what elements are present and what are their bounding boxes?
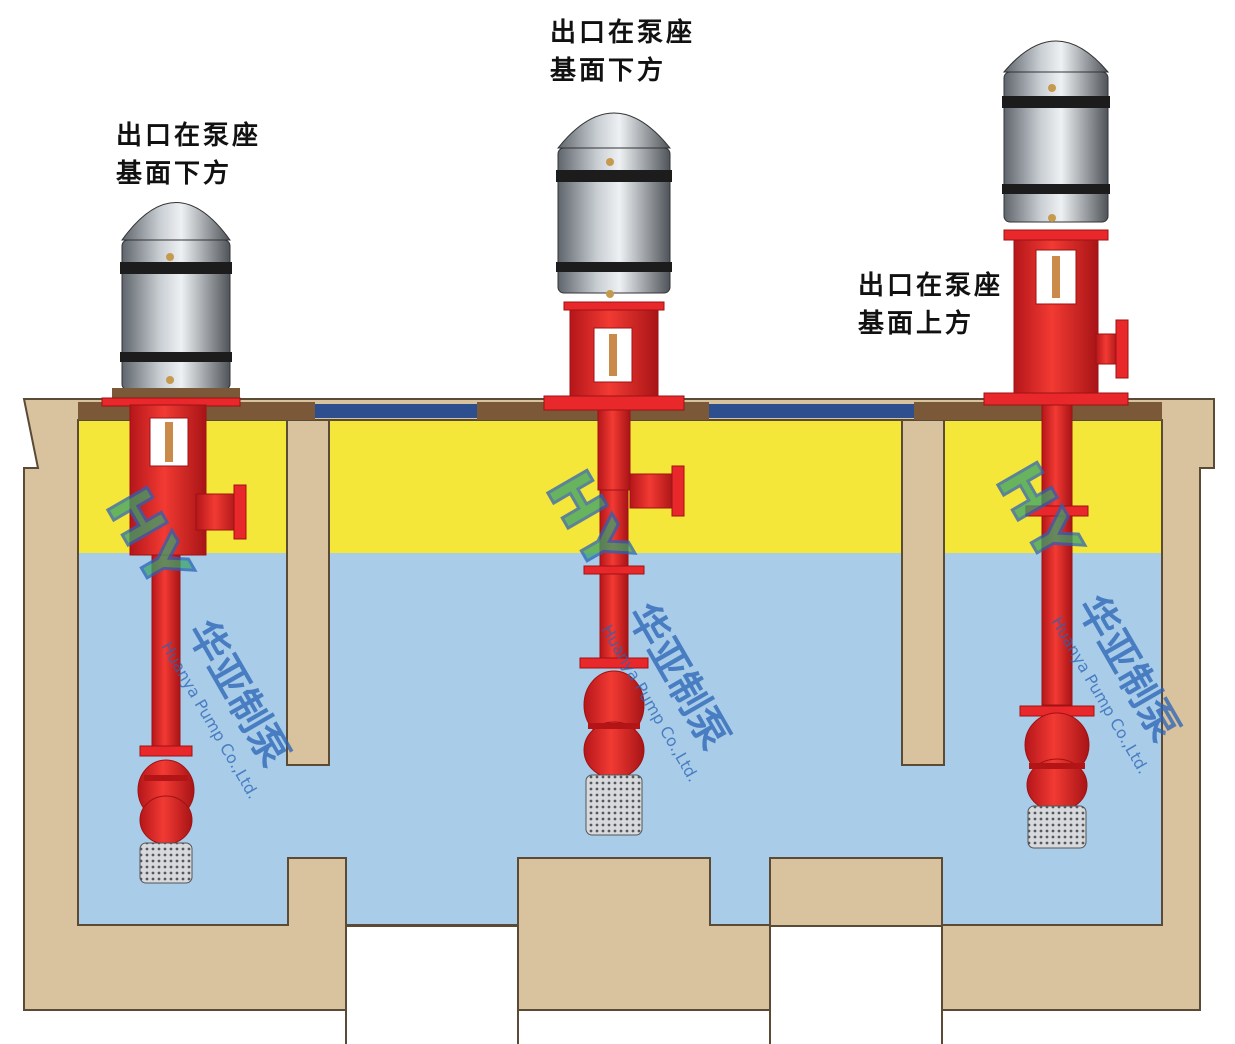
label-pump-3: 出口在泵座 基面上方: [858, 267, 1003, 343]
label-pump-3-line1: 出口在泵座: [858, 271, 1004, 301]
label-pump-2: 出口在泵座 基面下方: [550, 14, 695, 90]
strainer-icon: [1027, 805, 1087, 849]
floor-opening-left: [345, 925, 519, 1044]
motor-icon: [556, 112, 672, 298]
pump-3: [983, 40, 1129, 849]
cover-plate-2: [709, 404, 914, 418]
floor-opening-right: [769, 925, 943, 1044]
label-pump-2-line1: 出口在泵座: [550, 18, 696, 48]
base-plate-right: [914, 402, 1162, 420]
label-pump-1-line1: 出口在泵座: [116, 121, 262, 151]
baffle-wall-right: [901, 419, 945, 766]
pump-2: [543, 112, 685, 836]
strainer-icon: [139, 842, 193, 884]
motor-icon: [112, 202, 240, 402]
baffle-wall-left: [286, 419, 330, 766]
pump-1: [101, 202, 247, 884]
label-pump-1-line2: 基面下方: [116, 159, 233, 189]
motor-icon: [1002, 40, 1110, 223]
strainer-icon: [585, 774, 643, 836]
label-pump-2-line2: 基面下方: [550, 56, 667, 86]
cover-plate-1: [315, 404, 477, 418]
label-pump-1: 出口在泵座 基面下方: [116, 117, 261, 193]
label-pump-3-line2: 基面上方: [858, 309, 975, 339]
